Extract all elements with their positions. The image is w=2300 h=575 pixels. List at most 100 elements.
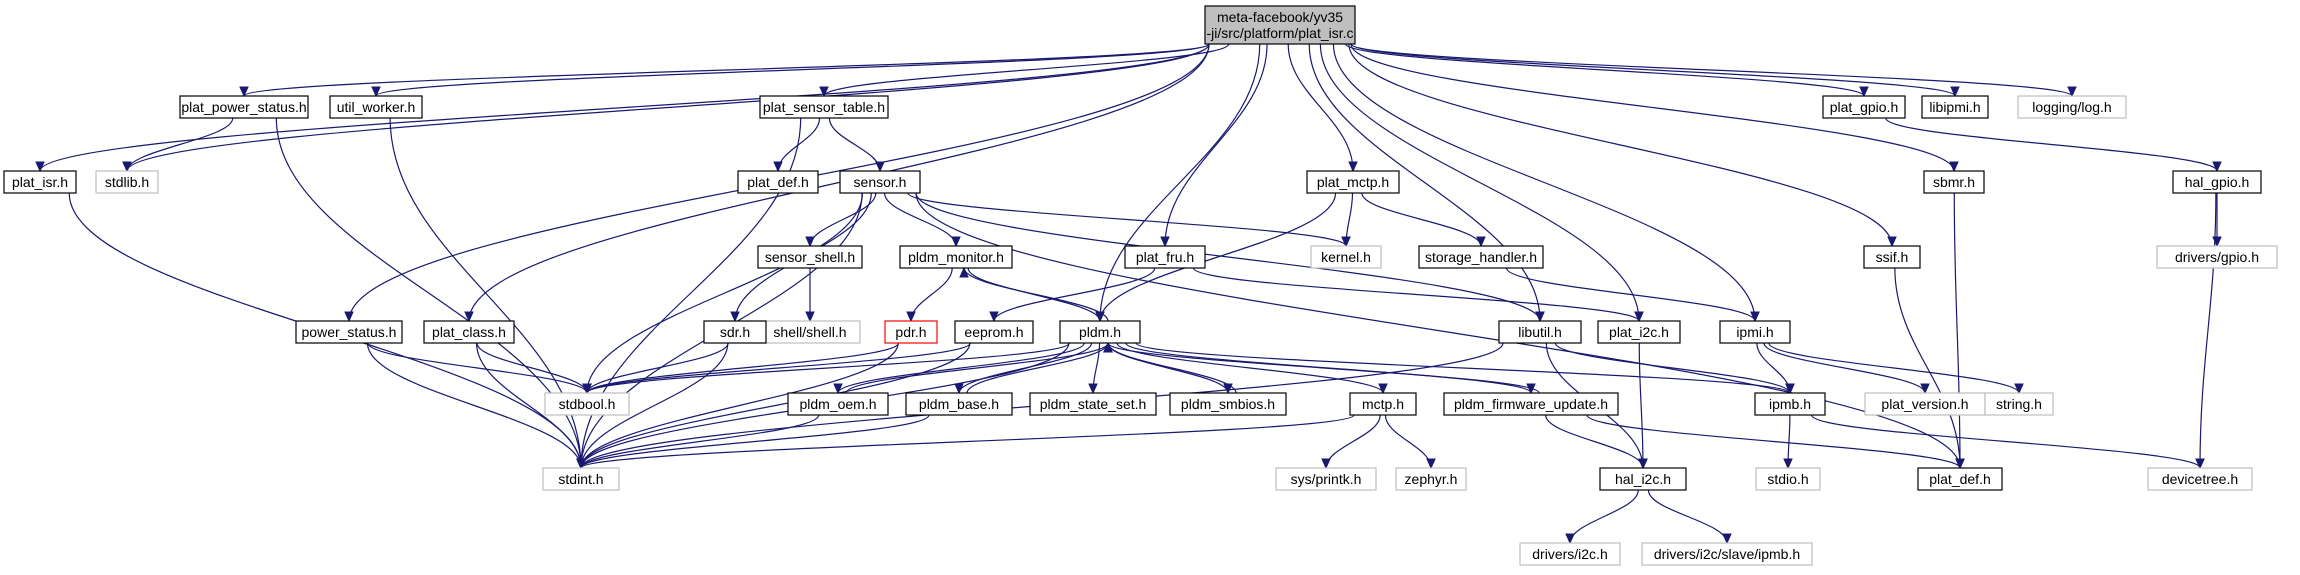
node-label: plat_version.h bbox=[1881, 396, 1968, 412]
arrowhead-plat_def_top bbox=[773, 161, 783, 173]
node-box bbox=[2147, 467, 2253, 491]
node-storage-handler[interactable]: storage_handler.h bbox=[1418, 245, 1544, 269]
node-label: plat_sensor_table.h bbox=[763, 99, 885, 115]
node-string: string.h bbox=[1984, 392, 2054, 416]
edge-ipmb-to-devicetree bbox=[1810, 414, 2201, 469]
node-devicetree: devicetree.h bbox=[2147, 467, 2253, 491]
node-sensor-shell[interactable]: sensor_shell.h bbox=[757, 245, 863, 269]
edge-root-to-logging_log bbox=[1350, 43, 2073, 97]
node-label: ipmb.h bbox=[1769, 396, 1811, 412]
node-label: eeprom.h bbox=[964, 324, 1023, 340]
node-box bbox=[884, 320, 938, 344]
node-logging-log: logging/log.h bbox=[2017, 95, 2127, 119]
node-label: string.h bbox=[1996, 396, 2042, 412]
node-util-worker[interactable]: util_worker.h bbox=[329, 95, 423, 119]
node-label: kernel.h bbox=[1321, 249, 1371, 265]
node-pldm-base[interactable]: pldm_base.h bbox=[905, 392, 1013, 416]
node-root[interactable]: meta-facebook/yv35-ji/src/platform/plat_… bbox=[1204, 5, 1356, 45]
node-box bbox=[1443, 392, 1619, 416]
node-label: hal_i2c.h bbox=[1615, 471, 1671, 487]
node-power-status[interactable]: power_status.h bbox=[295, 320, 403, 344]
node-label: stdlib.h bbox=[105, 174, 149, 190]
node-sensor[interactable]: sensor.h bbox=[839, 170, 921, 194]
node-box bbox=[544, 392, 630, 416]
arrowhead-plat_i2c bbox=[1634, 311, 1644, 323]
node-label: stdint.h bbox=[558, 471, 603, 487]
edge-plat_class-to-stdbool bbox=[476, 342, 588, 394]
node-pldm-smbios[interactable]: pldm_smbios.h bbox=[1169, 392, 1287, 416]
edge-root-to-ipmi bbox=[1332, 43, 1756, 322]
arrowhead-shell_shell bbox=[805, 311, 815, 323]
node-label: plat_fru.h bbox=[1136, 249, 1194, 265]
node-drivers-i2c-slave-ipmb: drivers/i2c/slave/ipmb.h bbox=[1641, 542, 1813, 566]
node-sbmr[interactable]: sbmr.h bbox=[1923, 170, 1985, 194]
node-plat-power-status[interactable]: plat_power_status.h bbox=[179, 95, 309, 119]
node-eeprom[interactable]: eeprom.h bbox=[954, 320, 1034, 344]
node-box bbox=[899, 245, 1013, 269]
node-ipmb[interactable]: ipmb.h bbox=[1754, 392, 1826, 416]
node-box bbox=[905, 392, 1013, 416]
edge-pldm_firmware_update-to-pldm bbox=[1107, 342, 1540, 394]
edge-pdr-to-stdbool bbox=[586, 342, 899, 394]
node-ipmi[interactable]: ipmi.h bbox=[1719, 320, 1791, 344]
arrowhead-storage_handler bbox=[1476, 236, 1486, 248]
node-plat-class[interactable]: plat_class.h bbox=[423, 320, 515, 344]
node-box bbox=[1204, 5, 1356, 45]
arrowhead-pldm_monitor bbox=[959, 266, 969, 278]
edge-sensor-to-kernel bbox=[907, 192, 1347, 247]
arrowhead-plat_gpio bbox=[1859, 86, 1869, 98]
edge-pldm-to-pldm_base bbox=[958, 342, 1093, 394]
node-label: plat_isr.h bbox=[12, 174, 68, 190]
node-plat-isr[interactable]: plat_isr.h bbox=[3, 170, 77, 194]
node-libutil[interactable]: libutil.h bbox=[1498, 320, 1582, 344]
node-ssif[interactable]: ssif.h bbox=[1863, 245, 1921, 269]
node-box bbox=[1921, 95, 1989, 119]
edge-plat_mctp-to-pldm bbox=[1099, 192, 1337, 322]
node-box bbox=[2017, 95, 2127, 119]
arrowhead-ipmb bbox=[1785, 383, 1795, 395]
nodes-layer: meta-facebook/yv35-ji/src/platform/plat_… bbox=[3, 5, 2278, 566]
node-drivers-i2c: drivers/i2c.h bbox=[1519, 542, 1621, 566]
node-pdr[interactable]: pdr.h bbox=[884, 320, 938, 344]
arrowhead-pldm_monitor bbox=[951, 236, 961, 248]
node-sdr[interactable]: sdr.h bbox=[703, 320, 767, 344]
node-label: pldm.h bbox=[1079, 324, 1121, 340]
edge-pldm_monitor-to-pdr bbox=[910, 267, 953, 322]
node-box bbox=[1349, 392, 1417, 416]
node-pldm-monitor[interactable]: pldm_monitor.h bbox=[899, 245, 1013, 269]
node-label: plat_power_status.h bbox=[181, 99, 306, 115]
node-mctp[interactable]: mctp.h bbox=[1349, 392, 1417, 416]
edge-ipmi-to-string bbox=[1768, 342, 2020, 394]
edge-root-to-sbmr bbox=[1350, 43, 1955, 172]
node-box bbox=[1275, 467, 1377, 491]
node-pldm-oem[interactable]: pldm_oem.h bbox=[787, 392, 889, 416]
node-label: pldm_state_set.h bbox=[1040, 396, 1147, 412]
node-plat-sensor-table[interactable]: plat_sensor_table.h bbox=[759, 95, 889, 119]
node-plat-i2c[interactable]: plat_i2c.h bbox=[1597, 320, 1681, 344]
node-plat-gpio[interactable]: plat_gpio.h bbox=[1822, 95, 1906, 119]
node-pldm-firmware-update[interactable]: pldm_firmware_update.h bbox=[1443, 392, 1619, 416]
node-plat-fru[interactable]: plat_fru.h bbox=[1124, 245, 1206, 269]
node-label: pldm_firmware_update.h bbox=[1454, 396, 1608, 412]
edge-sensor-to-plat_def_bottom bbox=[915, 192, 1961, 469]
edge-power_status-to-stdbool bbox=[367, 342, 588, 394]
node-plat-def-top[interactable]: plat_def.h bbox=[737, 170, 819, 194]
node-libipmi[interactable]: libipmi.h bbox=[1921, 95, 1989, 119]
node-pldm[interactable]: pldm.h bbox=[1059, 320, 1141, 344]
node-label: logging/log.h bbox=[2032, 99, 2111, 115]
node-pldm-state-set[interactable]: pldm_state_set.h bbox=[1029, 392, 1157, 416]
node-box bbox=[839, 170, 921, 194]
arrowhead-pldm bbox=[1103, 341, 1113, 353]
node-hal-gpio[interactable]: hal_gpio.h bbox=[2172, 170, 2262, 194]
node-plat-mctp[interactable]: plat_mctp.h bbox=[1306, 170, 1400, 194]
node-label: sensor.h bbox=[854, 174, 907, 190]
edge-root-to-plat_fru bbox=[1164, 43, 1268, 247]
edge-sbmr-to-plat_def_bottom bbox=[1953, 192, 1961, 469]
node-plat-def-bottom[interactable]: plat_def.h bbox=[1917, 467, 2003, 491]
edge-eeprom-to-stdbool bbox=[586, 342, 971, 394]
node-box bbox=[329, 95, 423, 119]
edge-libutil-to-ipmb bbox=[1554, 342, 1791, 394]
arrowhead-plat_mctp bbox=[1348, 161, 1358, 173]
node-hal-i2c[interactable]: hal_i2c.h bbox=[1599, 467, 1687, 491]
node-label: hal_gpio.h bbox=[2185, 174, 2250, 190]
